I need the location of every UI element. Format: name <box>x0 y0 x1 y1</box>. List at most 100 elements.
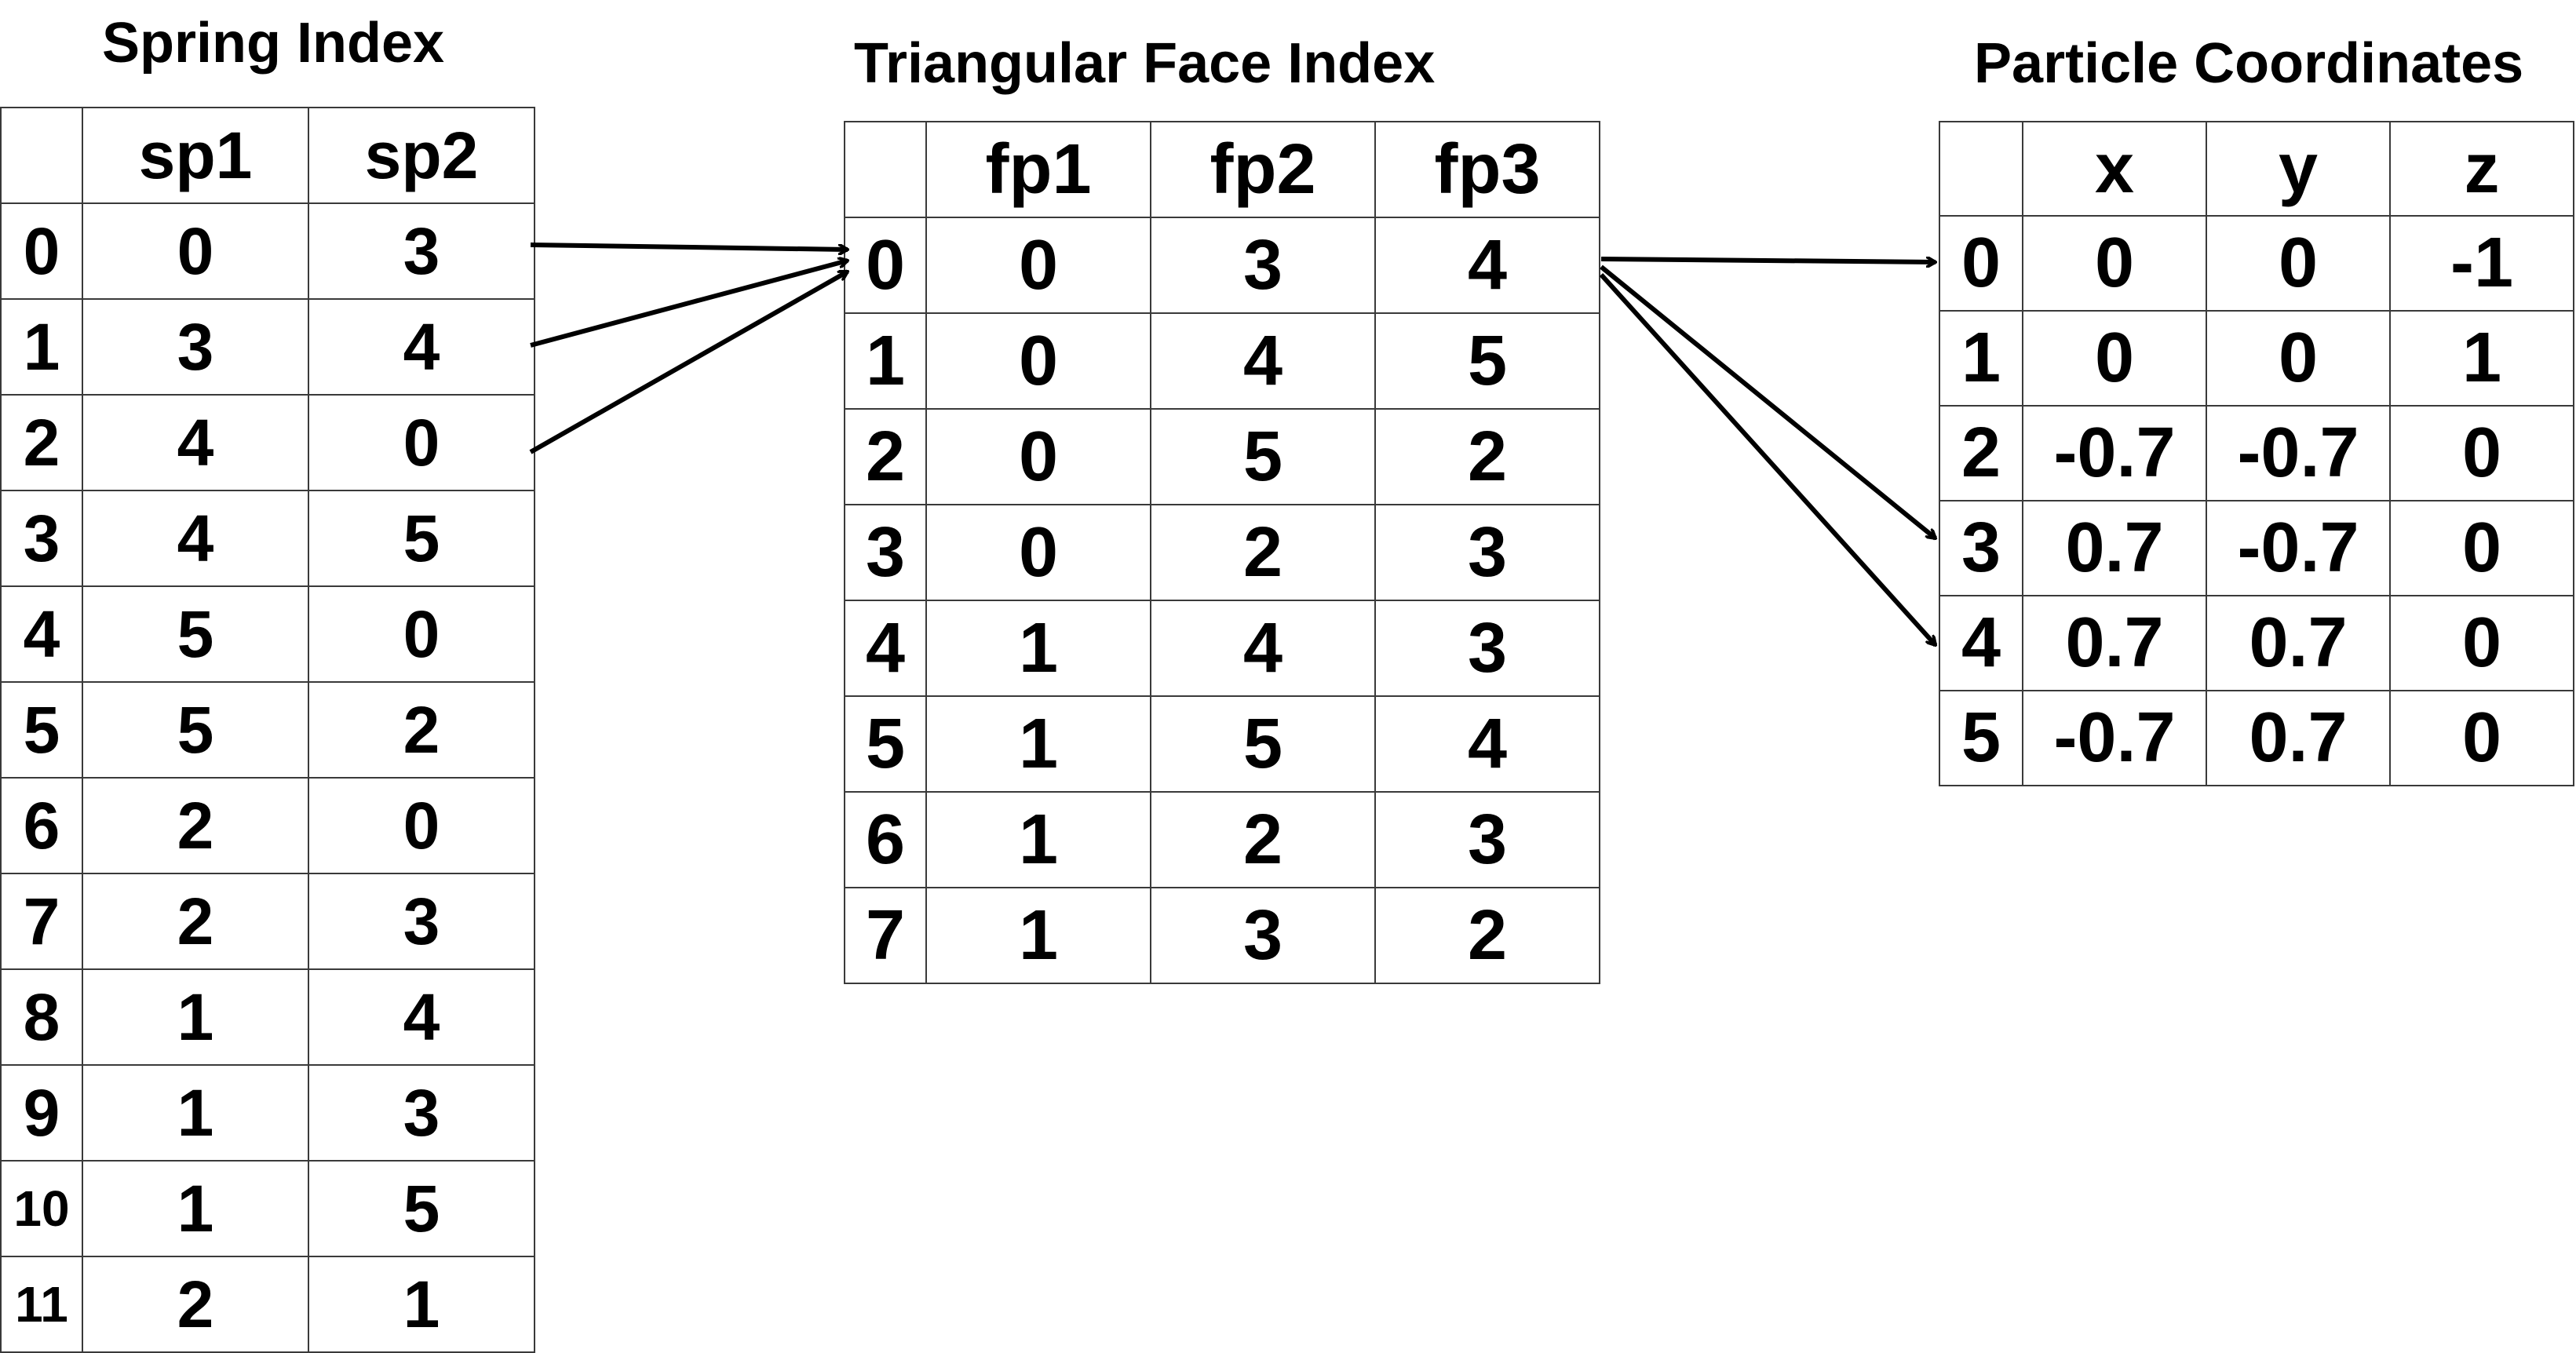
cell-sp2: 0 <box>308 394 535 491</box>
column-header-fp3: fp3 <box>1374 121 1600 218</box>
row-index: 4 <box>0 585 83 683</box>
cell-fp3: 3 <box>1374 600 1600 697</box>
cell-fp1: 0 <box>925 408 1151 505</box>
cell-sp1: 4 <box>82 394 309 491</box>
row-index: 2 <box>844 408 927 505</box>
cell-fp2: 5 <box>1150 408 1376 505</box>
cell-x: -0.7 <box>2022 405 2207 501</box>
cell-fp1: 1 <box>925 791 1151 888</box>
row-index: 5 <box>844 695 927 793</box>
cell-fp2: 3 <box>1150 887 1376 984</box>
cell-fp3: 5 <box>1374 312 1600 410</box>
row-index: 5 <box>0 681 83 779</box>
cell-sp2: 3 <box>308 202 535 300</box>
cell-sp2: 5 <box>308 490 535 587</box>
cell-fp1: 0 <box>925 217 1151 314</box>
cell-z: 0 <box>2389 690 2574 786</box>
cell-sp2: 3 <box>308 1064 535 1162</box>
cell-y: 0 <box>2206 310 2391 407</box>
cell-y: 0 <box>2206 215 2391 312</box>
cell-fp1: 0 <box>925 312 1151 410</box>
cell-z: 0 <box>2389 405 2574 501</box>
cell-sp2: 0 <box>308 777 535 874</box>
column-header-z: z <box>2389 121 2574 217</box>
row-index: 7 <box>0 873 83 970</box>
cell-sp1: 5 <box>82 681 309 779</box>
corner-cell <box>0 107 83 204</box>
cell-x: -0.7 <box>2022 690 2207 786</box>
column-header-fp1: fp1 <box>925 121 1151 218</box>
cell-sp1: 1 <box>82 1160 309 1257</box>
row-index: 4 <box>844 600 927 697</box>
cell-fp3: 4 <box>1374 217 1600 314</box>
row-index: 10 <box>0 1160 83 1257</box>
cell-y: 0.7 <box>2206 690 2391 786</box>
cell-fp3: 2 <box>1374 887 1600 984</box>
cell-fp2: 5 <box>1150 695 1376 793</box>
row-index: 2 <box>1939 405 2023 501</box>
cell-sp2: 4 <box>308 968 535 1066</box>
column-header-x: x <box>2022 121 2207 217</box>
row-index: 0 <box>0 202 83 300</box>
row-index: 1 <box>844 312 927 410</box>
cell-y: -0.7 <box>2206 405 2391 501</box>
row-index: 5 <box>1939 690 2023 786</box>
particle-coordinates-title: Particle Coordinates <box>1974 32 2524 95</box>
cell-sp1: 5 <box>82 585 309 683</box>
cell-fp2: 4 <box>1150 312 1376 410</box>
column-header-y: y <box>2206 121 2391 217</box>
cell-sp1: 2 <box>82 1256 309 1353</box>
cell-sp1: 1 <box>82 1064 309 1162</box>
cell-sp1: 0 <box>82 202 309 300</box>
table-header-row: sp1 sp2 <box>0 107 535 204</box>
cell-x: 0 <box>2022 310 2207 407</box>
arrow-face0-to-particle4 <box>1599 272 1936 645</box>
cell-sp2: 5 <box>308 1160 535 1257</box>
row-index: 0 <box>844 217 927 314</box>
cell-fp2: 2 <box>1150 791 1376 888</box>
cell-y: 0.7 <box>2206 595 2391 691</box>
row-index: 7 <box>844 887 927 984</box>
row-index: 6 <box>0 777 83 874</box>
cell-fp2: 4 <box>1150 600 1376 697</box>
row-index: 4 <box>1939 595 2023 691</box>
table-header-row: x y z <box>1939 121 2574 217</box>
row-index: 8 <box>0 968 83 1066</box>
cell-sp1: 2 <box>82 873 309 970</box>
cell-z: 1 <box>2389 310 2574 407</box>
row-index: 3 <box>844 504 927 601</box>
cell-x: 0 <box>2022 215 2207 312</box>
cell-sp2: 2 <box>308 681 535 779</box>
cell-sp1: 1 <box>82 968 309 1066</box>
cell-fp1: 0 <box>925 504 1151 601</box>
row-index: 6 <box>844 791 927 888</box>
cell-sp1: 2 <box>82 777 309 874</box>
column-header-sp1: sp1 <box>82 107 309 204</box>
corner-cell <box>844 121 927 218</box>
row-index: 2 <box>0 394 83 491</box>
row-index: 9 <box>0 1064 83 1162</box>
row-index: 1 <box>1939 310 2023 407</box>
cell-fp3: 2 <box>1374 408 1600 505</box>
cell-sp2: 4 <box>308 298 535 396</box>
cell-x: 0.7 <box>2022 500 2207 596</box>
arrow-spring0-to-face0 <box>530 243 848 250</box>
